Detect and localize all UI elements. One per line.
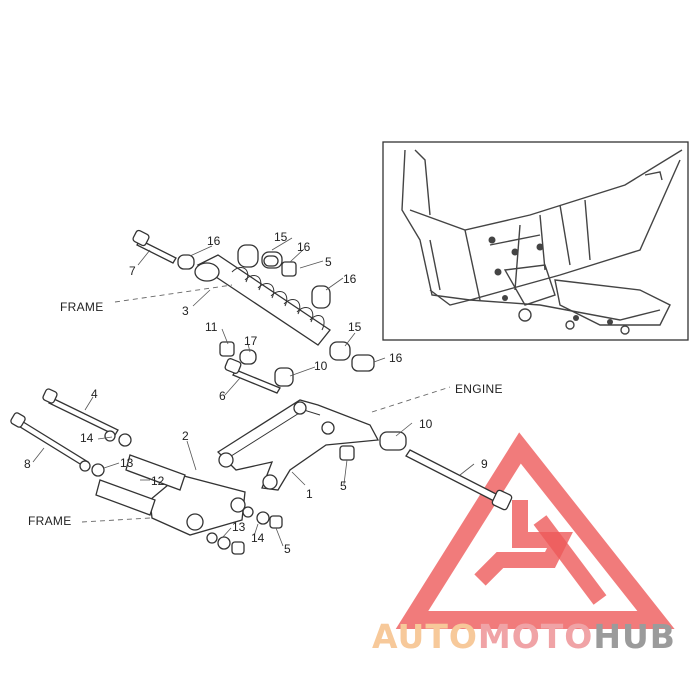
- callout-9: 9: [481, 457, 488, 471]
- frame-label-top: FRAME: [60, 300, 104, 314]
- shock-absorber: [194, 244, 351, 361]
- watermark-auto: AUTO: [372, 617, 478, 656]
- linkage-bolts: [10, 388, 283, 555]
- callout-8: 8: [24, 457, 31, 471]
- callout-6: 6: [219, 389, 226, 403]
- callout-5b: 5: [340, 479, 347, 493]
- shock-bolts: [132, 229, 375, 394]
- callout-13a: 13: [120, 456, 134, 470]
- callout-7: 7: [129, 264, 136, 278]
- callout-5c: 5: [284, 542, 291, 556]
- callout-17: 17: [244, 334, 258, 348]
- callout-5a: 5: [325, 255, 332, 269]
- pivot-bolt: [405, 449, 513, 511]
- frame-label-bottom: FRAME: [28, 514, 72, 528]
- reference-lines: [81, 284, 451, 523]
- callout-16d: 16: [389, 351, 403, 365]
- callout-14a: 14: [80, 431, 94, 445]
- callout-1: 1: [306, 487, 313, 501]
- callout-11: 11: [205, 320, 218, 334]
- callout-10b: 10: [419, 417, 433, 431]
- callout-3: 3: [182, 304, 189, 318]
- callout-15a: 15: [274, 230, 288, 244]
- callout-13b: 13: [232, 520, 246, 534]
- watermark-hub: HUB: [593, 617, 676, 656]
- linkage-plate: [95, 454, 246, 536]
- callout-16b: 16: [297, 240, 311, 254]
- callout-12: 12: [151, 474, 165, 488]
- frame-overview-inset: [382, 141, 689, 341]
- watermark-text: AUTOMOTOHUB: [372, 617, 676, 656]
- part-callouts: 1 2 3 4 5 5 5 6 7 8 9 10 10 11 12 13 13 …: [24, 230, 488, 556]
- callout-16a: 16: [207, 234, 221, 248]
- callout-16c: 16: [343, 272, 357, 286]
- callout-14b: 14: [251, 531, 265, 545]
- watermark-logo: [395, 432, 675, 629]
- swing-arm: [216, 399, 407, 491]
- callout-15b: 15: [348, 320, 362, 334]
- callout-4: 4: [91, 387, 98, 401]
- watermark-moto: MOTO: [478, 617, 593, 656]
- leader-lines: [32, 237, 475, 547]
- callout-2: 2: [182, 429, 189, 443]
- callout-10a: 10: [314, 359, 328, 373]
- engine-label: ENGINE: [455, 382, 503, 396]
